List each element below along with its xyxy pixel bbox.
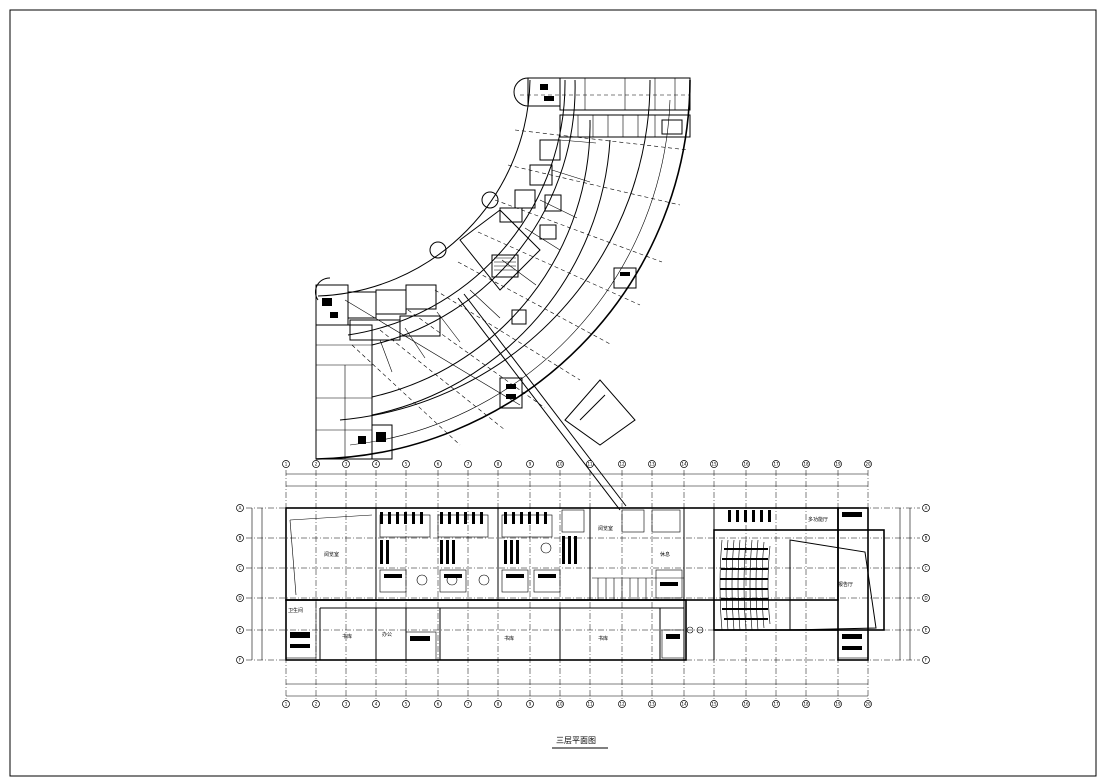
grid-bubble-top-16: 16 [743,462,749,467]
grid-bubble-bottom-11: 11 [587,702,593,707]
main-block: 阅览室 书库 办公 书库 阅览室 书库 多功能厅 报告厅 休息 卫生间 [246,470,920,700]
grid-bubble-left-F: F [239,658,242,663]
grid-bubble-bottom-19: 19 [835,702,841,707]
room-label-3: 办公 [382,631,392,638]
grid-bubble-left-D: D [238,596,241,601]
grid-bubble-bottom-10: 10 [557,702,563,707]
grid-axis-bottom: 1 2 3 4 5 6 7 8 9 10 11 12 13 14 15 16 1… [282,700,872,708]
grid-bubble-left-A: A [239,506,242,511]
grid-bubble-top-14: 14 [681,462,687,467]
grid-bubble-bottom-9: 9 [529,702,532,707]
room-label-1: 阅览室 [324,551,339,558]
grid-bubble-top-20: 20 [865,462,871,467]
room-label-4: 书库 [504,635,514,642]
grid-bubble-top-11: 11 [587,462,593,467]
grid-bubble-top-8: 8 [497,462,500,467]
grid-bubble-left-B: B [239,536,242,541]
grid-bubble-bottom-6: 6 [437,702,440,707]
grid-bubble-bottom-13: 13 [649,702,655,707]
drawing-title: 三层平面图 [556,736,596,745]
grid-bubble-top-6: 6 [437,462,440,467]
grid-bubble-bottom-14: 14 [681,702,687,707]
grid-bubble-left-C: C [239,566,242,571]
room-label-9: 休息 [660,551,670,558]
curved-wing [315,77,691,511]
grid-bubble-top-18: 18 [803,462,809,467]
room-label-7: 多功能厅 [808,516,828,523]
grid-bubble-bottom-3: 3 [345,702,348,707]
room-label-10: 卫生间 [288,607,303,614]
grid-bubble-bottom-15: 15 [711,702,717,707]
grid-bubble-bottom-7: 7 [467,702,470,707]
grid-bubble-top-9: 9 [529,462,532,467]
room-label-8: 报告厅 [838,581,853,588]
grid-bubble-bottom-5: 5 [405,702,408,707]
grid-bubble-bottom-1: 1 [285,702,288,707]
grid-bubble-right-E: E [925,628,928,633]
grid-bubble-top-10: 10 [557,462,563,467]
grid-bubble-top-13: 13 [649,462,655,467]
grid-bubble-top-2: 2 [315,462,318,467]
grid-axis-left: A B C D E F [236,504,244,664]
grid-bubble-bottom-4: 4 [375,702,378,707]
grid-axis-top: 1 2 3 4 5 6 7 8 9 10 11 12 13 14 15 16 1… [282,460,872,468]
grid-bubble-bottom-2: 2 [315,702,318,707]
grid-bubble-right-B: B [925,536,928,541]
room-label-6: 书库 [598,635,608,642]
grid-bubble-left-E: E [239,628,242,633]
grid-bubble-bottom-8: 8 [497,702,500,707]
room-label-5: 阅览室 [598,525,613,532]
grid-bubble-right-A: A [925,506,928,511]
grid-bubble-top-1: 1 [285,462,288,467]
grid-bubble-bottom-16: 16 [743,702,749,707]
grid-bubble-bottom-12: 12 [619,702,625,707]
grid-bubble-right-C: C [925,566,928,571]
grid-bubble-right-D: D [924,596,927,601]
grid-bubble-top-4: 4 [375,462,378,467]
grid-bubble-top-17: 17 [773,462,779,467]
grid-bubble-bottom-18: 18 [803,702,809,707]
grid-bubble-top-7: 7 [467,462,470,467]
drawing-border [9,9,1097,777]
grid-axis-right: A B C D E F [922,504,930,664]
grid-bubble-bottom-20: 20 [865,702,871,707]
grid-bubble-top-12: 12 [619,462,625,467]
room-label-2: 书库 [342,633,352,640]
grid-bubble-top-5: 5 [405,462,408,467]
grid-bubble-right-F: F [925,658,928,663]
grid-bubble-top-15: 15 [711,462,717,467]
grid-bubble-top-19: 19 [835,462,841,467]
grid-bubble-top-3: 3 [345,462,348,467]
grid-bubble-bottom-17: 17 [773,702,779,707]
